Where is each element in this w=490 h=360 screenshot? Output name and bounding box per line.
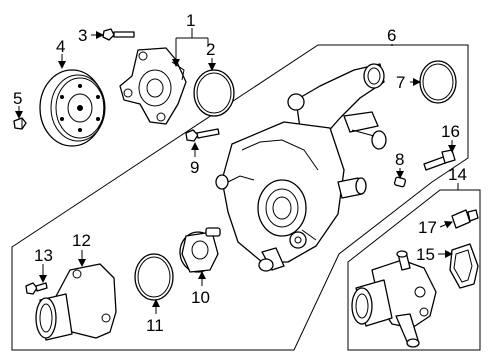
callout-6: 6 <box>387 26 396 45</box>
callout-labels: 1 2 3 4 5 6 7 8 9 10 11 12 13 14 15 16 1… <box>13 11 467 335</box>
callout-5: 5 <box>13 89 22 108</box>
callout-8: 8 <box>395 150 404 169</box>
bolt-3 <box>102 28 135 41</box>
callout-11: 11 <box>146 316 164 335</box>
sensor-16 <box>423 149 456 171</box>
leader-lines <box>15 28 459 314</box>
callout-4: 4 <box>56 37 65 56</box>
bolt-9 <box>185 128 220 142</box>
callout-9: 9 <box>190 158 199 177</box>
water-pump <box>119 47 187 125</box>
pin-8 <box>393 176 407 188</box>
thermostat-housing-14 <box>351 250 437 348</box>
callout-12: 12 <box>72 231 91 250</box>
thermostat-cover-12 <box>35 263 117 341</box>
sensor-17 <box>451 209 479 229</box>
callout-17: 17 <box>418 218 437 237</box>
o-ring-7 <box>419 60 457 104</box>
callout-14: 14 <box>448 165 467 184</box>
callout-3: 3 <box>78 26 87 45</box>
group-14-outline <box>347 189 481 351</box>
bolt-13 <box>25 282 48 295</box>
thermostat-10 <box>179 227 221 273</box>
callout-15: 15 <box>416 245 435 264</box>
callout-2: 2 <box>206 40 215 59</box>
bolt-5 <box>13 117 27 130</box>
callout-10: 10 <box>191 288 210 307</box>
o-ring-2 <box>193 69 235 117</box>
callout-13: 13 <box>34 246 53 265</box>
o-ring-11 <box>134 253 174 301</box>
housing <box>215 63 387 272</box>
callout-1: 1 <box>186 11 195 30</box>
gasket-15 <box>449 243 479 289</box>
group-6-outline <box>11 44 469 351</box>
pulley <box>39 69 106 147</box>
callout-16: 16 <box>441 122 460 141</box>
callout-7: 7 <box>396 73 405 92</box>
